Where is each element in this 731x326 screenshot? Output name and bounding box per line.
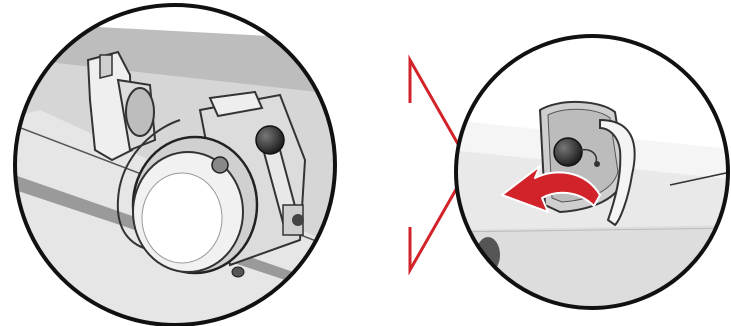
right-detail-panel [454, 34, 730, 310]
transition-arrow-icon [362, 54, 472, 276]
lock-cap-closed-illustration [131, 90, 307, 278]
counterclockwise-rotate-arrow-icon [501, 165, 601, 213]
lock-bracket-icon [86, 50, 157, 162]
left-detail-panel [13, 3, 337, 326]
